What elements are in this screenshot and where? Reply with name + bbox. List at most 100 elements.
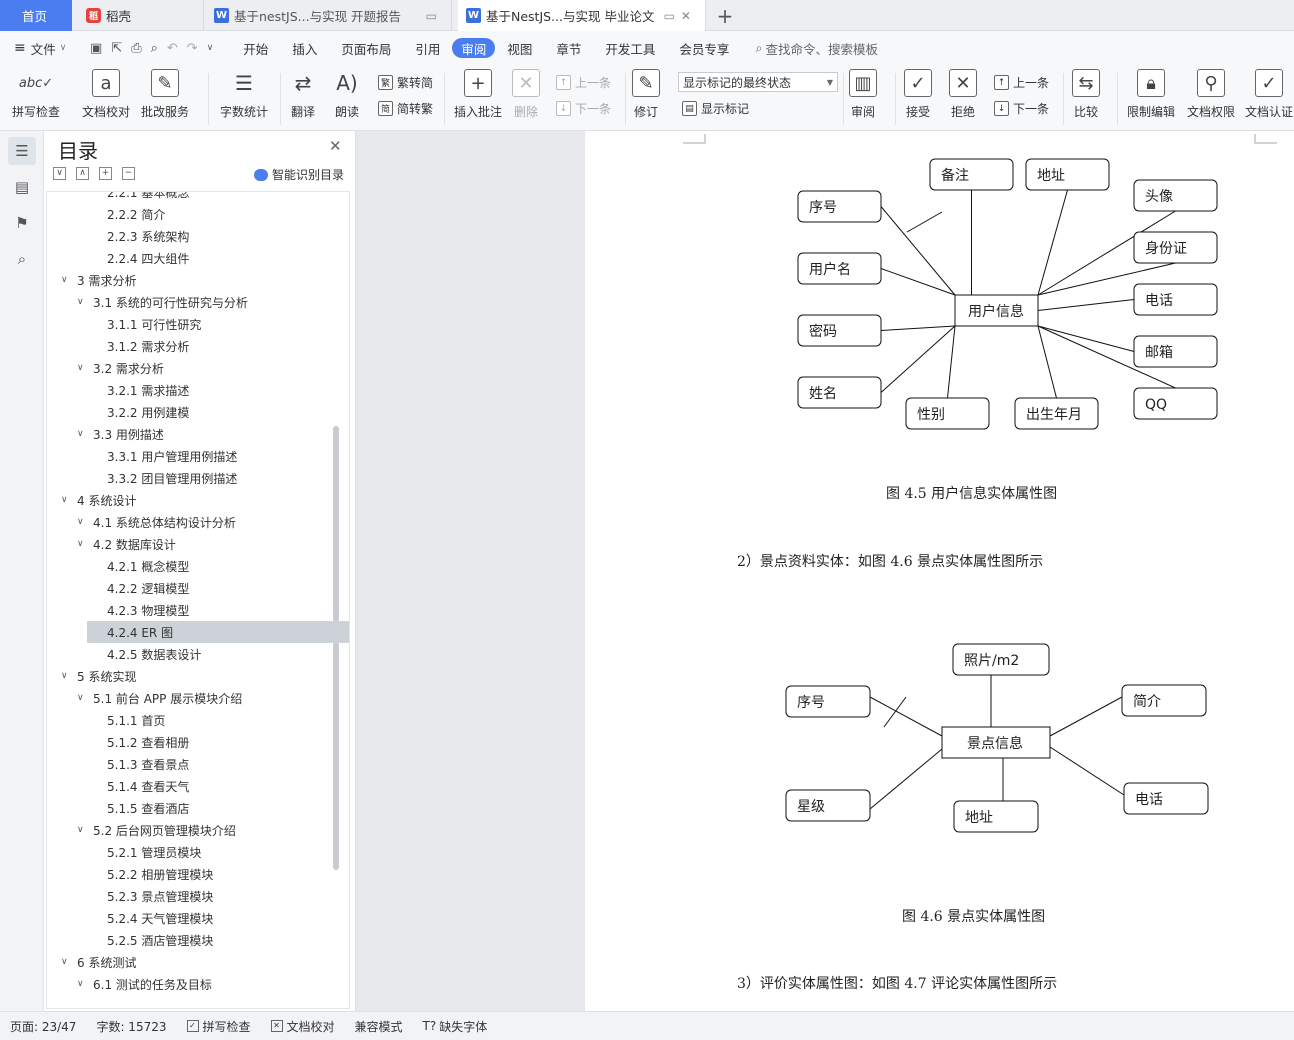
- accept-button[interactable]: ✓接受: [904, 69, 932, 120]
- new-tab-button[interactable]: +: [716, 3, 734, 28]
- document-page[interactable]: [585, 131, 1294, 1011]
- tab-close-icon[interactable]: ▭: [425, 8, 443, 23]
- toc-scrollbar[interactable]: [333, 426, 339, 870]
- show-markup-button[interactable]: ▤显示标记: [682, 100, 749, 117]
- word-count-button[interactable]: ☰字数统计: [220, 71, 269, 119]
- chevron-down-icon[interactable]: ∨: [61, 275, 68, 285]
- insert-comment-button[interactable]: +插入批注: [454, 69, 502, 120]
- page-indicator[interactable]: 页面: 23/47: [10, 1019, 77, 1034]
- toc-item[interactable]: ∨5.1 前台 APP 展示模块介绍: [47, 687, 332, 709]
- close-icon[interactable]: ✕: [329, 137, 342, 155]
- tab-daoke[interactable]: 稻稻壳: [74, 0, 204, 31]
- simp-to-trad-button[interactable]: 简简转繁: [378, 100, 433, 117]
- toc-item[interactable]: ∨3.2 需求分析: [47, 357, 332, 379]
- menu-start[interactable]: 开始: [243, 41, 269, 57]
- delete-comment-button[interactable]: ✕删除: [512, 69, 540, 120]
- document-certify-button[interactable]: ✓文档认证: [1245, 69, 1293, 120]
- chevron-down-icon[interactable]: ∨: [61, 495, 68, 505]
- redo-icon[interactable]: ↷: [186, 40, 198, 56]
- chevron-down-icon[interactable]: ∨: [77, 539, 84, 549]
- toc-item[interactable]: ∨3.3 用例描述: [47, 423, 332, 445]
- menu-devtools[interactable]: 开发工具: [605, 41, 656, 57]
- review-pane-button[interactable]: ▥审阅: [849, 69, 877, 120]
- chevron-down-icon[interactable]: ∨: [77, 979, 84, 989]
- toc-item[interactable]: 5.1.3 查看景点: [47, 753, 332, 775]
- toc-item[interactable]: ∨4.2 数据库设计: [47, 533, 332, 555]
- tab-home[interactable]: 首页: [0, 0, 72, 31]
- next-comment-button[interactable]: ↓下一条: [556, 100, 611, 117]
- toc-item[interactable]: 5.2.2 相册管理模块: [47, 863, 332, 885]
- command-search[interactable]: ⌕查找命令、搜索模板: [755, 40, 878, 57]
- word-count[interactable]: 字数: 15723: [96, 1019, 167, 1034]
- toc-item[interactable]: ∨4 系统设计: [47, 489, 332, 511]
- export-icon[interactable]: ⇱: [111, 40, 123, 56]
- toc-item[interactable]: 5.1.5 查看酒店: [47, 797, 332, 819]
- print-icon[interactable]: ⎙: [131, 40, 142, 56]
- menu-references[interactable]: 引用: [415, 41, 441, 57]
- read-aloud-button[interactable]: A)朗读: [334, 71, 359, 119]
- toc-item[interactable]: 4.2.4 ER 图: [87, 621, 349, 643]
- reject-button[interactable]: ✕拒绝: [949, 69, 977, 120]
- menu-insert[interactable]: 插入: [292, 41, 318, 57]
- spell-check-button[interactable]: abc✓拼写检查: [12, 69, 60, 120]
- toc-item[interactable]: 3.2.1 需求描述: [47, 379, 332, 401]
- translate-button[interactable]: ⇄翻译: [290, 71, 315, 119]
- file-menu[interactable]: ≡文件∨: [14, 40, 67, 57]
- chevron-down-icon[interactable]: ∨: [61, 671, 68, 681]
- toc-item[interactable]: 2.2.4 四大组件: [47, 247, 332, 269]
- toc-item[interactable]: 5.2.3 景点管理模块: [47, 885, 332, 907]
- toc-item[interactable]: ∨6 系统测试: [47, 951, 332, 973]
- toc-item[interactable]: ∨3 需求分析: [47, 269, 332, 291]
- toc-item[interactable]: 3.1.2 需求分析: [47, 335, 332, 357]
- toc-item[interactable]: ∨5.2 后台网页管理模块介绍: [47, 819, 332, 841]
- toc-item[interactable]: 5.1.2 查看相册: [47, 731, 332, 753]
- status-proofread[interactable]: ✕文档校对: [270, 1018, 335, 1035]
- menu-member[interactable]: 会员专享: [679, 41, 730, 57]
- menu-layout[interactable]: 页面布局: [341, 41, 392, 57]
- chevron-down-icon[interactable]: ∨: [77, 693, 84, 703]
- markup-state-select[interactable]: 显示标记的最终状态▼: [678, 72, 838, 92]
- toc-item[interactable]: 2.2.2 简介: [47, 203, 332, 225]
- toc-item[interactable]: 5.2.5 酒店管理模块: [47, 929, 332, 951]
- chevron-down-icon[interactable]: ∨: [77, 517, 84, 527]
- track-changes-button[interactable]: ✎修订: [632, 69, 660, 120]
- toc-item[interactable]: ∨3.1 系统的可行性研究与分析: [47, 291, 332, 313]
- next-change-button[interactable]: ↓下一条: [994, 100, 1049, 117]
- toc-item[interactable]: 3.2.2 用例建模: [47, 401, 332, 423]
- toc-item[interactable]: 4.2.5 数据表设计: [47, 643, 332, 665]
- prev-comment-button[interactable]: ↑上一条: [556, 74, 611, 91]
- toc-item[interactable]: 2.2.3 系统架构: [47, 225, 332, 247]
- missing-font[interactable]: T?缺失字体: [422, 1019, 488, 1034]
- document-rights-button[interactable]: ⚲文档权限: [1187, 69, 1235, 120]
- tab-close-icon[interactable]: ▭✕: [663, 8, 697, 23]
- preview-icon[interactable]: ⌕: [150, 40, 158, 56]
- toc-item[interactable]: 4.2.1 概念模型: [47, 555, 332, 577]
- toc-item[interactable]: 5.1.1 首页: [47, 709, 332, 731]
- prev-change-button[interactable]: ↑上一条: [994, 74, 1049, 91]
- toc-item[interactable]: 5.1.4 查看天气: [47, 775, 332, 797]
- menu-review[interactable]: 审阅: [452, 38, 496, 58]
- toc-item[interactable]: 4.2.2 逻辑模型: [47, 577, 332, 599]
- chevron-down-icon[interactable]: ∨: [77, 363, 84, 373]
- more-icon[interactable]: ∨: [206, 43, 214, 53]
- chevron-down-icon[interactable]: ∨: [77, 825, 84, 835]
- toc-item[interactable]: ∨5 系统实现: [47, 665, 332, 687]
- toc-panel-icon[interactable]: ☰: [8, 137, 36, 165]
- expand-up-icon[interactable]: ∧: [76, 167, 89, 180]
- status-spell-check[interactable]: ✓拼写检查: [186, 1018, 251, 1035]
- toc-item[interactable]: ∨4.1 系统总体结构设计分析: [47, 511, 332, 533]
- restrict-editing-button[interactable]: 🔒︎限制编辑: [1127, 69, 1175, 120]
- remove-heading-icon[interactable]: −: [122, 167, 135, 180]
- toc-item[interactable]: ∨6.1 测试的任务及目标: [47, 973, 332, 995]
- collapse-all-icon[interactable]: ∨: [53, 167, 66, 180]
- toc-item[interactable]: 2.2.1 基本概念: [47, 192, 332, 203]
- save-icon[interactable]: ▣: [90, 40, 103, 56]
- menu-section[interactable]: 章节: [556, 41, 582, 57]
- bookmark-icon[interactable]: ⚑: [15, 214, 29, 232]
- compare-button[interactable]: ⇆比较: [1072, 69, 1100, 120]
- search-icon[interactable]: ⌕: [17, 250, 27, 268]
- smart-toc-button[interactable]: 智能识别目录: [254, 166, 344, 183]
